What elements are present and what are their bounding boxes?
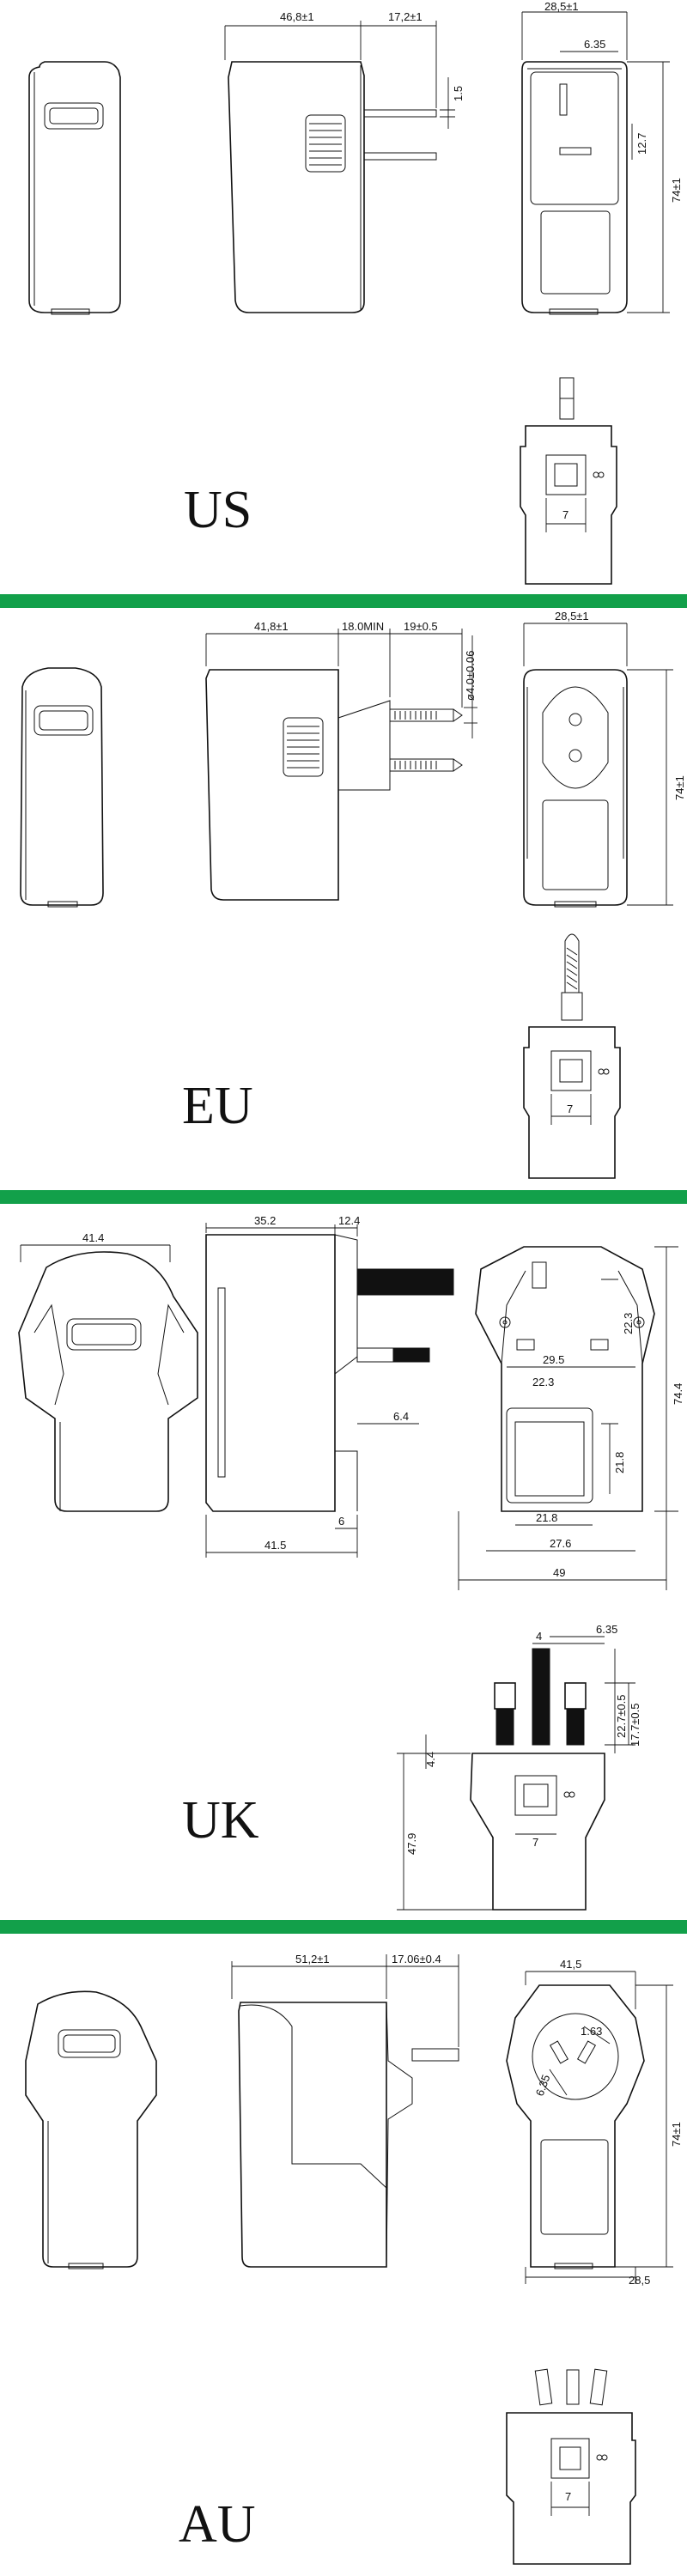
eu-side-view [205, 629, 477, 901]
dim-text: 35.2 [254, 1214, 276, 1227]
dim-text: 29.5 [543, 1353, 564, 1366]
us-bottom-view [520, 377, 617, 585]
section-divider [0, 1920, 687, 1934]
dim-text: 17,2±1 [388, 10, 423, 23]
dim-text: 6.35 [533, 2073, 553, 2098]
dim-text: 22.3 [622, 1313, 635, 1334]
eu-front-view [20, 667, 104, 908]
eu-back-view [523, 623, 673, 908]
section-divider [0, 594, 687, 608]
dim-text: 22.7±0.5 [615, 1694, 628, 1738]
dim-text: 46,8±1 [280, 10, 314, 23]
us-side-view [224, 21, 455, 313]
au-side-view [231, 1954, 459, 2268]
dim-text: 74.4 [672, 1383, 684, 1405]
dim-text: 1.5 [452, 86, 465, 101]
dim-text: 41.5 [264, 1539, 286, 1552]
dim-text: 7 [562, 508, 568, 521]
dim-text: 22.3 [532, 1376, 554, 1388]
dim-text: 17.7±0.5 [629, 1703, 641, 1747]
dim-text: 1.63 [581, 2025, 602, 2038]
dim-text: 12.7 [635, 133, 648, 155]
dim-text: 74±1 [670, 178, 683, 203]
us-section [28, 11, 670, 585]
dim-text: 28,5±1 [544, 0, 579, 13]
au-label: AU [179, 2495, 256, 2554]
dim-text: 41,8±1 [254, 620, 289, 633]
eu-label: EU [182, 1077, 253, 1135]
dim-text: 12.4 [338, 1214, 360, 1227]
dim-text: 7 [532, 1836, 538, 1849]
au-section [25, 1954, 673, 2565]
dim-text: 7 [567, 1103, 573, 1115]
dim-text: 74±1 [673, 775, 686, 800]
au-bottom-view [506, 2368, 636, 2565]
uk-bottom-view [397, 1636, 635, 1911]
dim-text: ø4.0±0.06 [464, 651, 477, 701]
dim-text: 51,2±1 [295, 1953, 330, 1965]
uk-front-view [18, 1244, 198, 1512]
dim-text: 6.35 [596, 1623, 617, 1636]
eu-bottom-view [523, 933, 621, 1179]
dim-text: 28,5 [629, 2274, 650, 2287]
eu-section [20, 623, 673, 1179]
uk-back-view [458, 1246, 678, 1590]
dim-text: 6.4 [393, 1410, 409, 1423]
dim-text: 27.6 [550, 1537, 571, 1550]
dim-text: 18.0MIN [342, 620, 384, 633]
uk-label: UK [182, 1791, 259, 1850]
dim-text: 21.8 [613, 1452, 626, 1473]
au-front-view [25, 1990, 157, 2269]
dim-text: 7 [565, 2490, 571, 2503]
us-front-view [28, 61, 121, 315]
us-back-view [521, 11, 670, 315]
uk-section [18, 1223, 678, 1911]
dim-text: 41,5 [560, 1958, 581, 1971]
dim-text: 6.35 [584, 38, 605, 51]
dim-text: 19±0.5 [404, 620, 438, 633]
dim-text: 74±1 [670, 2122, 683, 2147]
dim-text: 21.8 [536, 1511, 557, 1524]
au-back-view [506, 1971, 673, 2284]
section-divider [0, 1190, 687, 1204]
dim-text: 4.4 [424, 1752, 437, 1767]
dim-text: 49 [553, 1566, 565, 1579]
dim-text: 47.9 [405, 1833, 418, 1855]
dim-text: 41.4 [82, 1231, 104, 1244]
dim-text: 28,5±1 [555, 610, 589, 623]
uk-side-view [205, 1223, 454, 1558]
dim-text: 4 [536, 1630, 542, 1643]
dim-text: 6 [338, 1515, 344, 1528]
us-label: US [184, 481, 252, 539]
dim-text: 17.06±0.4 [392, 1953, 441, 1965]
